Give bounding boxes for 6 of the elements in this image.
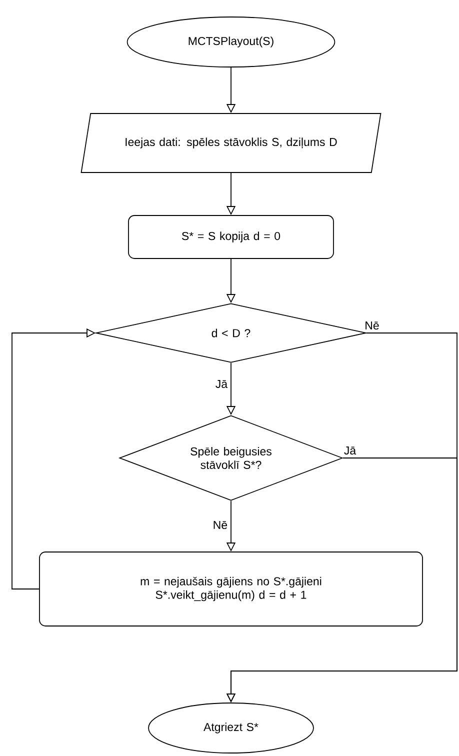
edge-label: Jā [214, 378, 229, 389]
process-box: m = nejaušais gājiens no S*.gājieni S*.veikt_gājienu(m) d = d + 1 [39, 552, 423, 626]
edge-label: Jā [342, 446, 358, 456]
input-parallelogram: Ieejas dati: spēles stāvoklis S, dziļums D [80, 113, 382, 173]
process-box: S* = S kopija d = 0 [128, 215, 334, 259]
edge-label: Nē [212, 520, 229, 530]
